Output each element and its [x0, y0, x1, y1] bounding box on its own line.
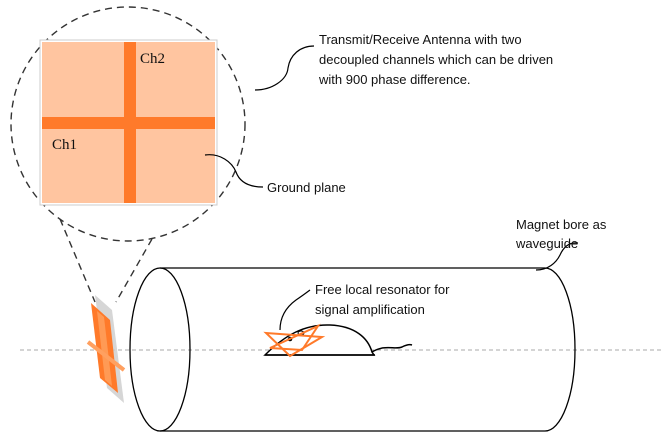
resonator-pointer: [279, 289, 311, 331]
magnet-caption-line-2: waveguide: [515, 236, 578, 251]
ground-plane-caption: Ground plane: [267, 180, 346, 195]
ch1-label: Ch1: [52, 137, 77, 153]
antenna-caption-line-3: with 900 phase difference.: [318, 72, 471, 87]
mouse-figure: [263, 324, 413, 356]
magnet-bore: [129, 267, 576, 432]
antenna-caption-line-2: decoupled channels which can be driven: [319, 52, 553, 67]
magnet-caption-line-1: Magnet bore as: [516, 217, 607, 232]
resonator-caption-line-2: signal amplification: [315, 302, 425, 317]
channel-1-strip: [42, 117, 215, 129]
magnifier-circle: [10, 6, 246, 242]
resonator-caption-line-1: Free local resonator for: [315, 282, 450, 297]
magnifier-lead-right: [115, 238, 153, 303]
antenna-caption-line-1: Transmit/Receive Antenna with two: [319, 32, 522, 47]
local-resonator: [263, 323, 326, 358]
ground-plane-pointer: [204, 154, 264, 188]
ch2-label: Ch2: [140, 51, 165, 67]
magnifier-lead-left: [59, 218, 96, 303]
antenna-pointer: [254, 45, 315, 91]
magnet-pointer: [535, 242, 579, 271]
small-antenna: [86, 295, 126, 403]
